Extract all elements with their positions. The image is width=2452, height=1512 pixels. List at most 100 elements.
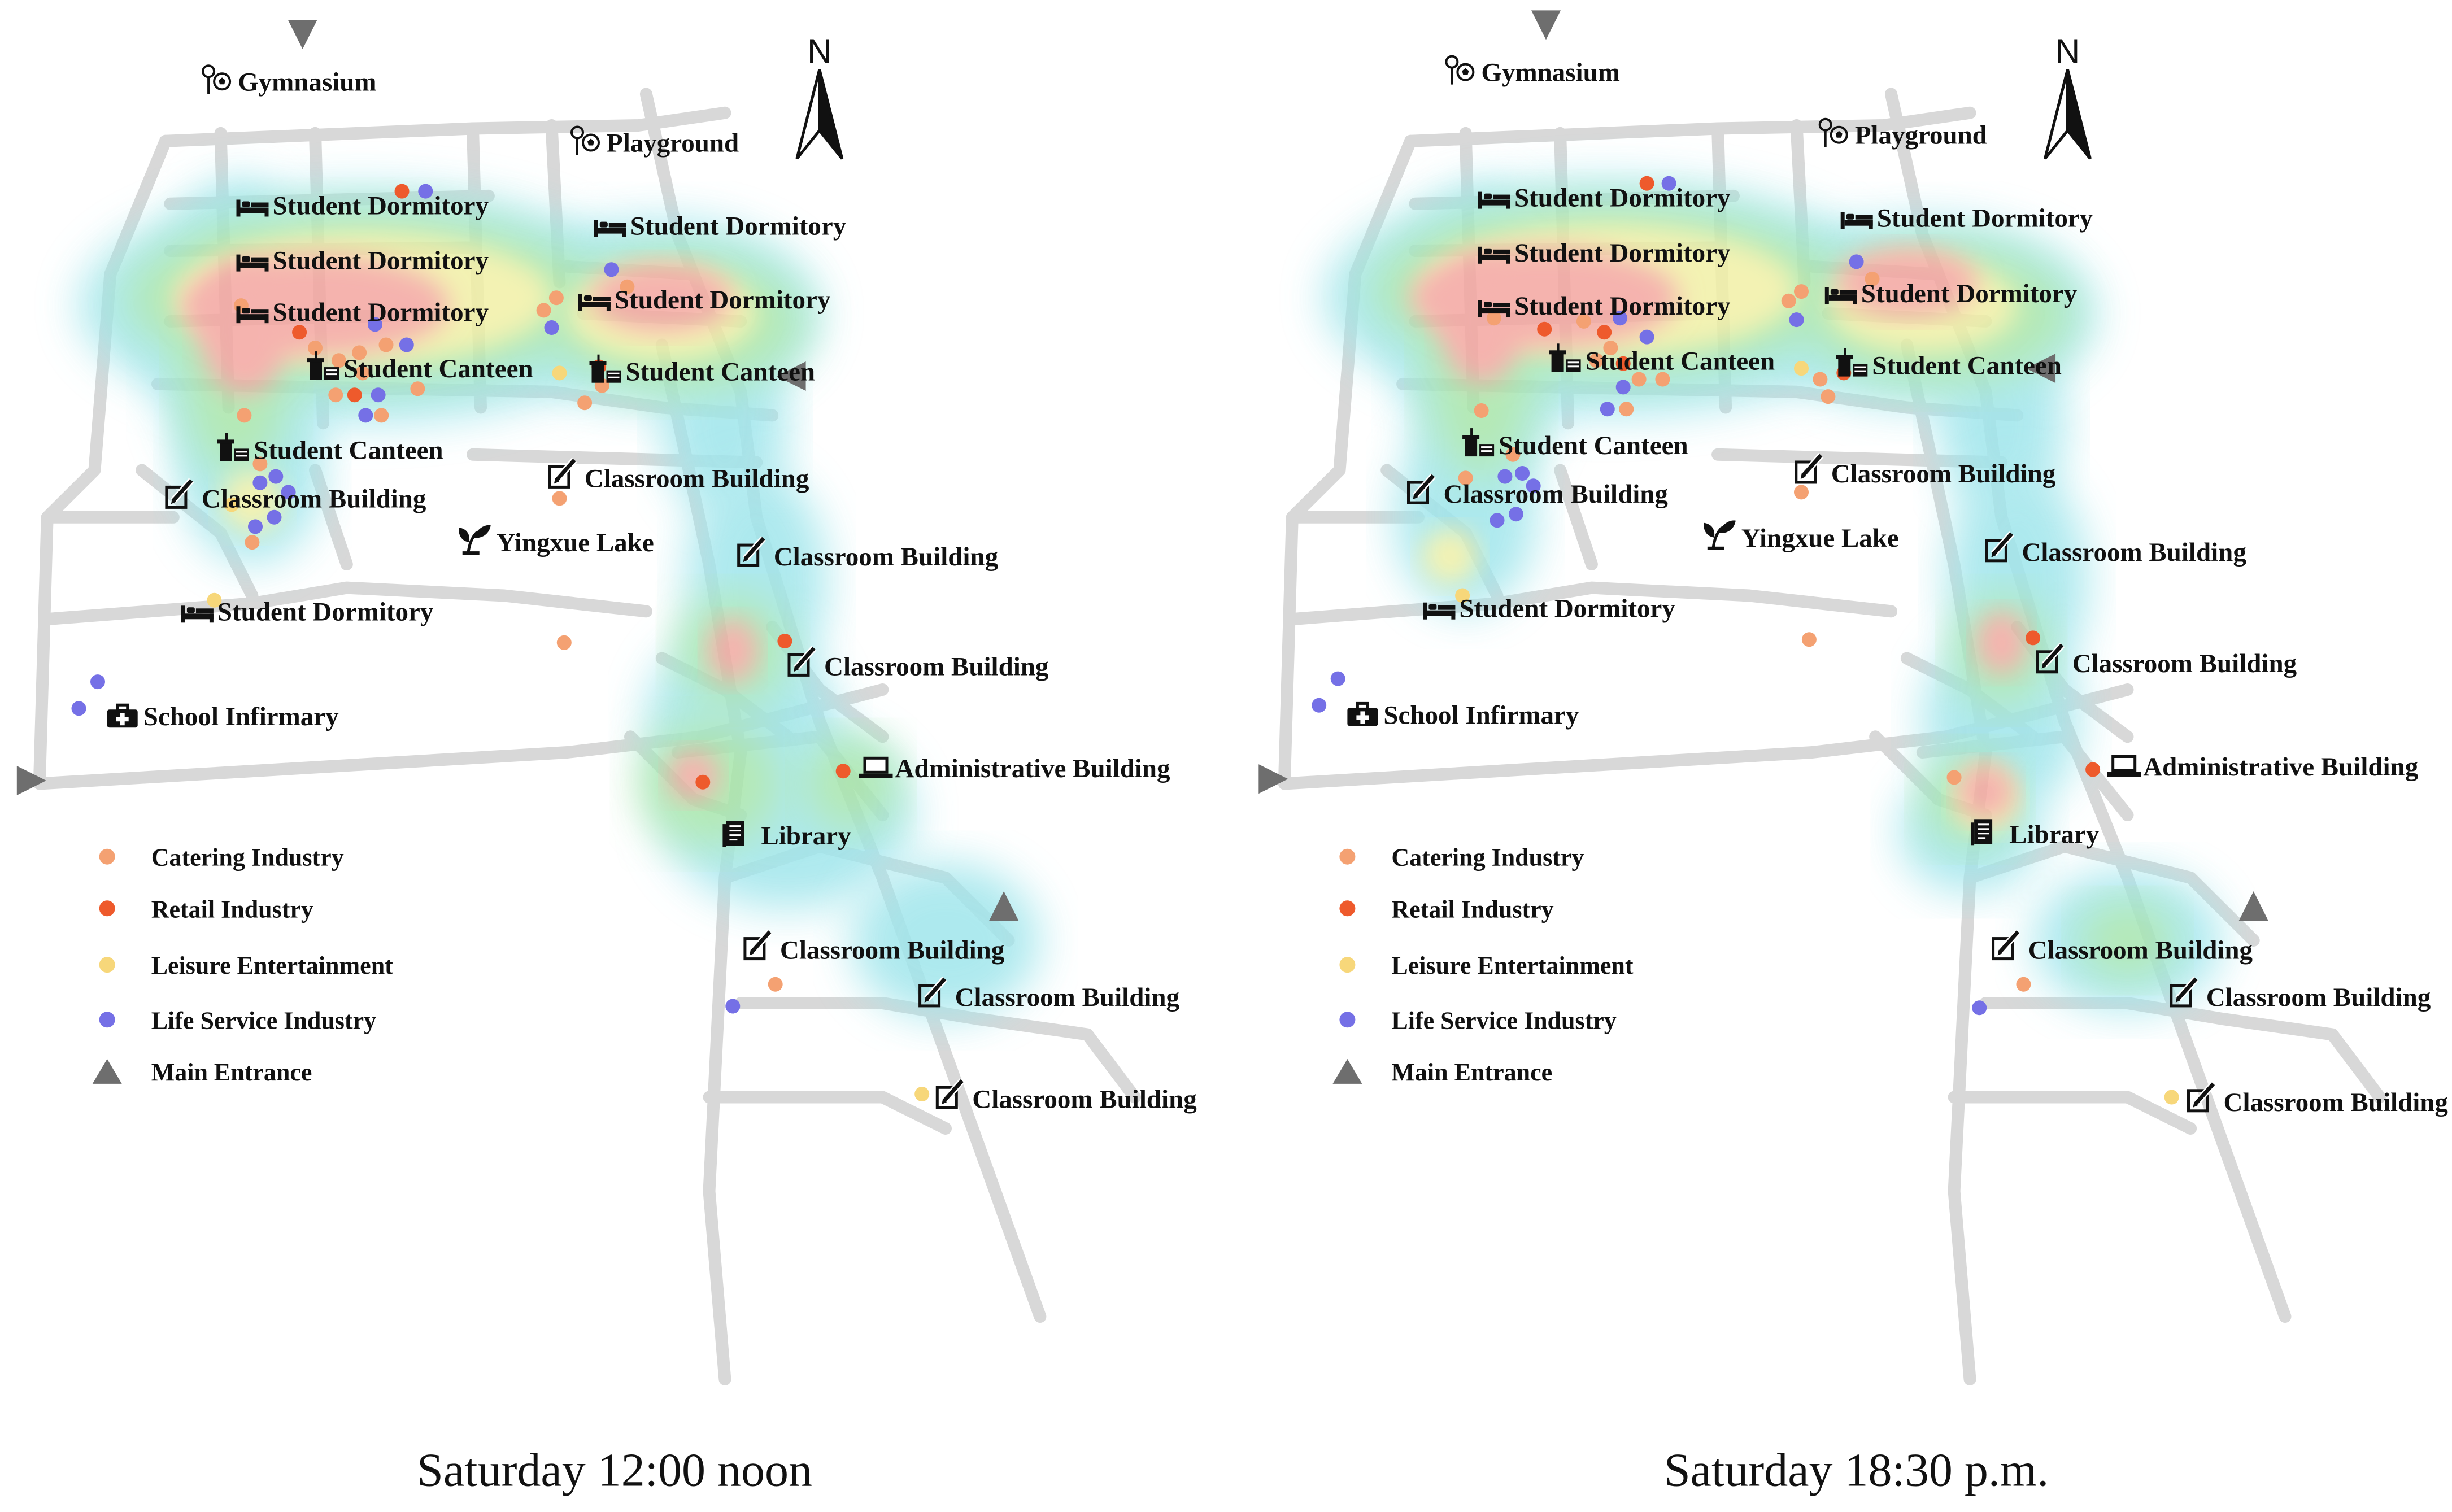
place-label-library: Library [722, 821, 851, 851]
document-icon [1971, 819, 1993, 846]
poi-dot-leisure-entertainment [224, 497, 239, 512]
road-segment [1948, 1091, 2197, 1135]
poi-dot-catering-industry [1781, 293, 1796, 308]
place-label-school-infirmary: School Infirmary [1347, 700, 1579, 730]
north-arrow: N [2044, 32, 2092, 160]
place-label-text: Student Dormitory [615, 285, 831, 315]
place-label-classroom-building: Classroom Building [1796, 455, 2056, 489]
poi-dot-catering-industry [252, 456, 268, 472]
poi-dot-life-service-industry [1509, 507, 1523, 522]
plant-icon [1704, 520, 1735, 550]
legend-swatch [92, 1058, 122, 1084]
place-label-text: Classroom Building [2028, 936, 2253, 965]
legend-label: Life Service Industry [151, 1006, 376, 1034]
place-label-classroom-building: Classroom Building [920, 979, 1180, 1012]
poi-dot-catering-industry [1458, 470, 1473, 486]
poi-dot-life-service-industry [248, 519, 263, 534]
poi-dot-catering-industry [1576, 313, 1591, 329]
place-label-classroom-building: Classroom Building [167, 480, 426, 513]
poi-dot-catering-industry [308, 341, 323, 355]
legend-label: Retail Industry [1391, 895, 1553, 923]
poi-dot-life-service-industry [725, 999, 741, 1014]
legend-swatch [1332, 1058, 1362, 1084]
place-label-text: Student Dormitory [1459, 594, 1675, 624]
heat-blob [1440, 258, 1523, 384]
poi-dot-life-service-industry [1330, 671, 1345, 686]
north-arrow-right-half [818, 69, 844, 160]
poi-dot-retail-industry [347, 387, 362, 403]
place-label-student-dormitory: Student Dormitory [1840, 204, 2093, 233]
place-label-text: Student Dormitory [1514, 291, 1731, 321]
place-label-classroom-building: Classroom Building [1993, 932, 2253, 965]
place-label-text: Classroom Building [2206, 983, 2431, 1012]
place-label-classroom-building: Classroom Building [1409, 476, 1668, 509]
place-label-text: Administrative Building [2143, 752, 2419, 782]
place-label-text: Classroom Building [585, 464, 809, 493]
medical-kit-icon [1347, 703, 1378, 726]
document-icon [722, 821, 744, 847]
plant-icon [459, 525, 490, 555]
poi-dot-leisure-entertainment [1794, 361, 1809, 376]
poi-dot-catering-industry [378, 337, 394, 352]
place-label-text: Student Canteen [343, 354, 533, 384]
place-label-text: Student Dormitory [630, 212, 847, 241]
poi-dot-catering-industry [237, 408, 252, 423]
place-label-text: Classroom Building [774, 542, 999, 572]
place-label-classroom-building: Classroom Building [937, 1080, 1197, 1114]
poi-dot-catering-industry [331, 353, 346, 368]
place-label-student-dormitory: Student Dormitory [1478, 184, 1731, 213]
road-segment [703, 1091, 952, 1135]
main-entrance-marker [989, 891, 1019, 921]
place-label-gymnasium: Gymnasium [1445, 55, 1620, 88]
place-label-text: Student Dormitory [273, 298, 489, 327]
legend-swatch [99, 900, 115, 917]
poi-dot-catering-industry [577, 395, 593, 411]
place-label-administrative-building: Administrative Building [2107, 752, 2419, 782]
main-entrance-marker [16, 765, 46, 795]
place-label-text: Classroom Building [972, 1084, 1197, 1114]
heat-blob [2080, 901, 2175, 980]
place-label-text: Student Dormitory [273, 246, 489, 276]
place-label-text: Playground [607, 129, 739, 158]
poi-dot-retail-industry [1615, 356, 1631, 371]
legend-swatch [1339, 1012, 1356, 1028]
legend-label: Leisure Entertainment [151, 952, 393, 979]
poi-dot-catering-industry [620, 279, 635, 294]
medical-kit-icon [107, 705, 138, 727]
legend-item-catering-industry: Catering Industry [99, 844, 344, 872]
poi-dot-retail-industry [1639, 176, 1654, 191]
poi-dot-life-service-industry [90, 674, 105, 690]
poi-dot-life-service-industry [268, 469, 284, 484]
place-label-text: Classroom Building [202, 484, 426, 513]
place-label-student-dormitory: Student Dormitory [1478, 291, 1731, 321]
legend-item-main-entrance: Main Entrance [92, 1058, 312, 1086]
main-entrances [16, 20, 1019, 921]
north-label: N [807, 32, 831, 70]
place-label-student-dormitory: Student Dormitory [236, 191, 489, 221]
poi-dot-catering-industry [410, 381, 425, 396]
poi-dot-catering-industry [1486, 311, 1501, 326]
place-label-text: Gymnasium [1481, 58, 1620, 88]
pencil-square-icon [1993, 932, 2018, 959]
legend-item-leisure-entertainment: Leisure Entertainment [1339, 952, 1634, 979]
place-label-student-dormitory: Student Dormitory [181, 597, 434, 626]
poi-dot-life-service-industry [399, 337, 414, 352]
poi-dot-leisure-entertainment [2164, 1090, 2179, 1105]
poi-dot-catering-industry [1946, 770, 1962, 785]
pencil-square-icon [745, 932, 770, 959]
poi-dot-retail-industry [2026, 630, 2041, 646]
poi-dots [1312, 176, 2179, 1105]
place-label-classroom-building: Classroom Building [2189, 1084, 2448, 1117]
place-label-text: Student Canteen [1586, 346, 1775, 376]
place-label-text: Yingxue Lake [1741, 524, 1899, 553]
legend-item-retail-industry: Retail Industry [1339, 895, 1554, 923]
heat-blob [200, 263, 289, 395]
poi-dot-life-service-industry [1490, 513, 1505, 528]
place-label-student-canteen: Student Canteen [217, 433, 443, 465]
laptop-icon [2107, 755, 2141, 777]
poi-dot-life-service-industry [358, 408, 373, 423]
place-label-playground: Playground [570, 125, 739, 158]
